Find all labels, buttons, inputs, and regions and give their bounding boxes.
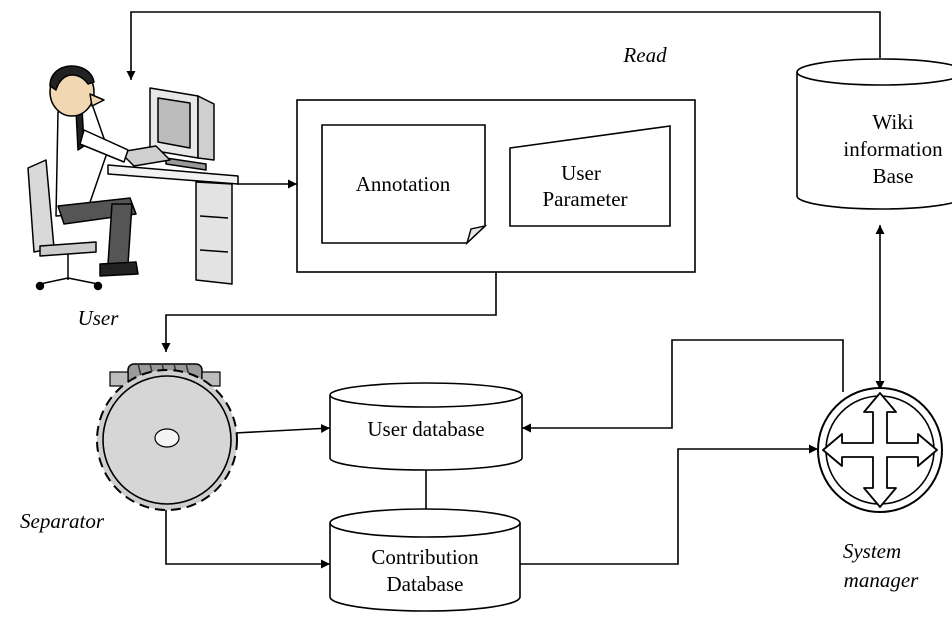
separator-label: Separator — [20, 509, 105, 533]
wiki-label-line2: information — [843, 137, 943, 161]
system-manager-label-line2: manager — [844, 568, 919, 592]
contribution-database: Contribution Database — [329, 508, 521, 612]
contribution-label-line2: Database — [387, 572, 464, 596]
user-label: User — [78, 306, 120, 330]
four-way-arrows-icon — [817, 387, 943, 513]
user-database: User database — [329, 382, 523, 471]
panel-to-separator-connector — [161, 272, 497, 352]
read-label: Read — [622, 43, 667, 67]
annotation-note: Annotation — [321, 124, 488, 246]
contribution-label-line1: Contribution — [371, 545, 479, 569]
read-connector — [126, 11, 881, 80]
user-parameter-label-line2: Parameter — [542, 187, 627, 211]
gear-icon — [96, 363, 238, 511]
person-at-computer-icon — [27, 65, 239, 291]
user-parameter-input: User Parameter — [509, 125, 671, 227]
connectors — [126, 11, 885, 569]
separator-to-userdb-connector — [234, 423, 331, 434]
contribdb-to-manager-connector — [520, 444, 818, 565]
annotation-label: Annotation — [356, 172, 451, 196]
wiki-label-line1: Wiki — [872, 110, 913, 134]
separator-to-contribdb-connector — [165, 500, 330, 569]
input-panel: Annotation User Parameter — [296, 99, 696, 273]
wiki-information-base: Wiki information Base — [796, 58, 952, 210]
user-parameter-label-line1: User — [561, 161, 601, 185]
user-database-label: User database — [367, 417, 484, 441]
system-manager-label-line1: System — [843, 539, 901, 563]
wiki-label-line3: Base — [873, 164, 914, 188]
manager-to-userdb-connector — [522, 339, 844, 433]
